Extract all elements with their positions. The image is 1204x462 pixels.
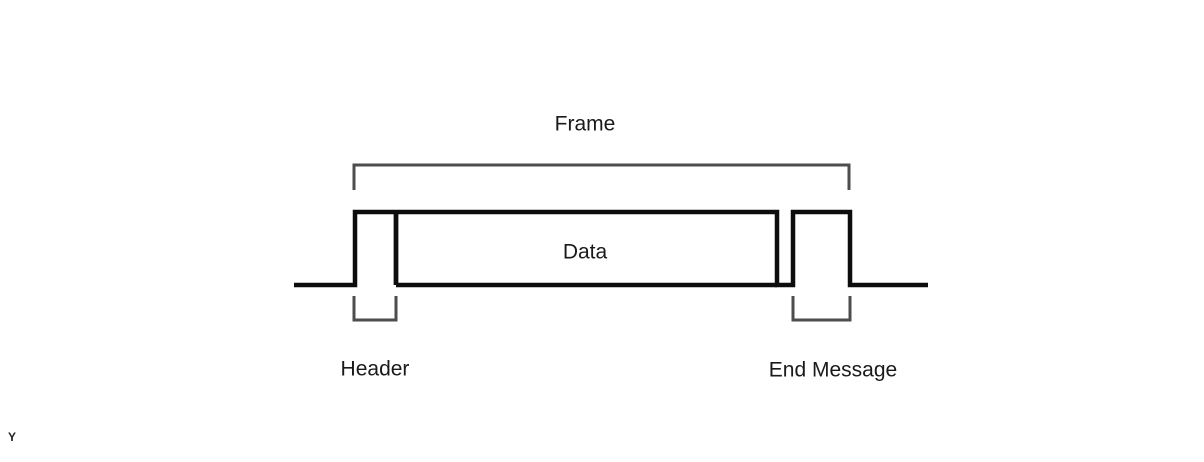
- header-bracket-path: [352, 296, 398, 322]
- waveform-path: [294, 209, 928, 288]
- end-message-label: End Message: [769, 359, 897, 382]
- header-bracket: [352, 296, 398, 322]
- data-label: Data: [563, 241, 608, 264]
- frame-bracket: [352, 163, 851, 190]
- frame-label: Frame: [555, 113, 616, 136]
- waveform-group: [294, 209, 928, 288]
- frame-bracket-path: [352, 163, 851, 190]
- corner-mark: Y: [8, 430, 16, 444]
- end-message-bracket-path: [791, 296, 852, 322]
- end-message-bracket: [791, 296, 852, 322]
- header-label: Header: [341, 358, 410, 381]
